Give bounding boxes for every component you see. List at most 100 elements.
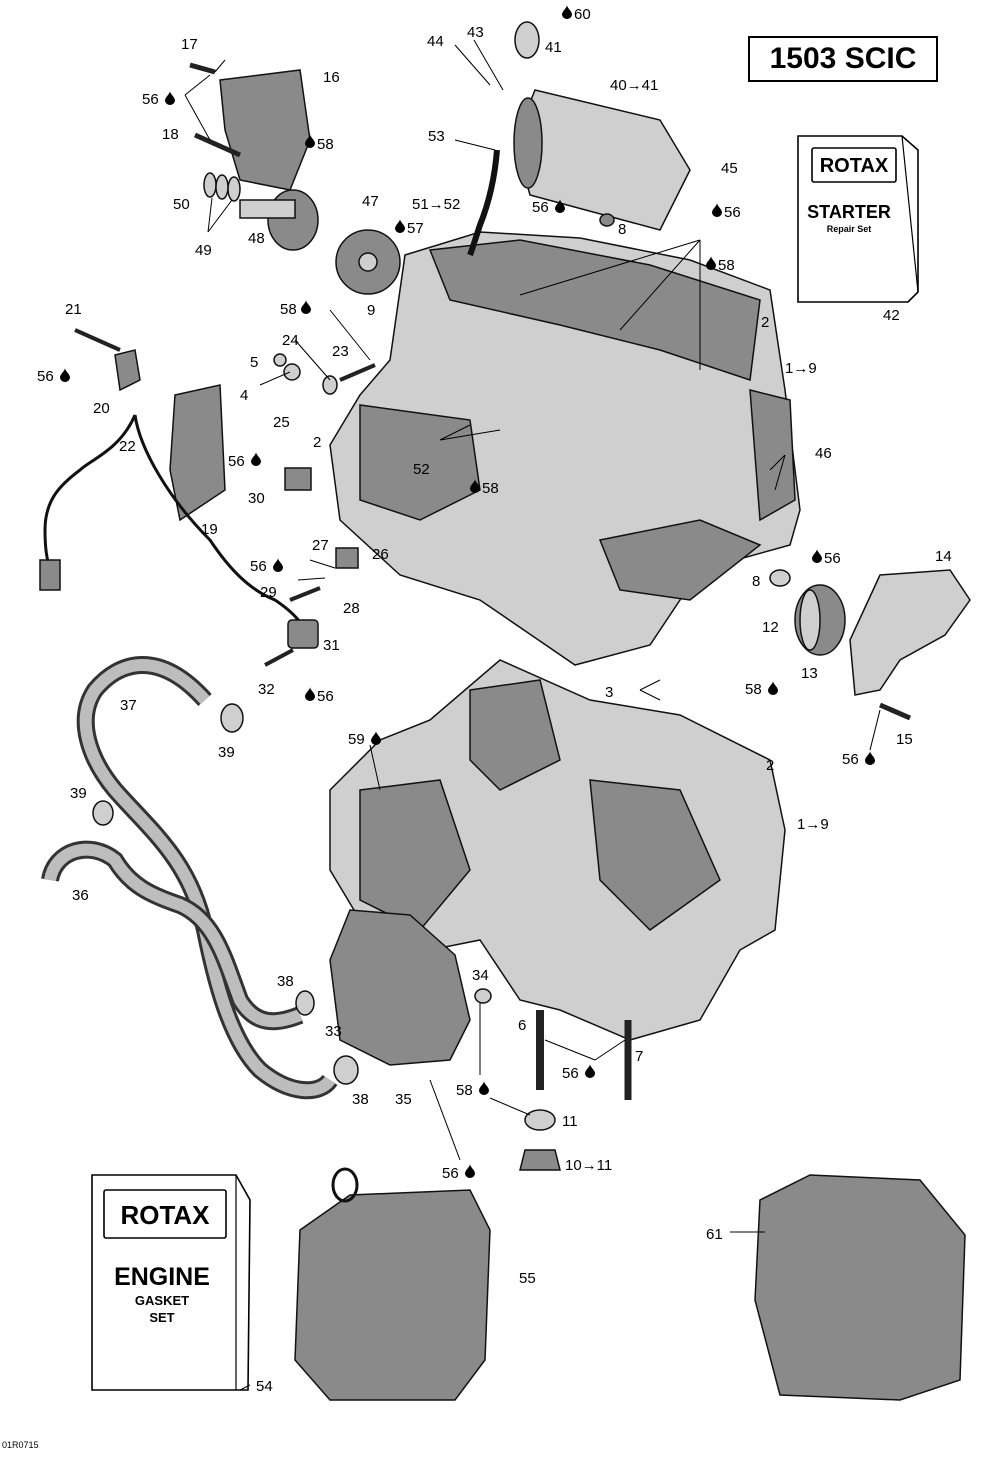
callout-4: 4 (240, 387, 248, 404)
callout-56: 56 (228, 453, 245, 470)
oil-drop-icon (479, 1081, 489, 1095)
callout-32: 32 (258, 681, 275, 698)
bolts-17-18 (189, 62, 242, 158)
callout-39: 39 (70, 785, 87, 802)
callout-53: 53 (428, 128, 445, 145)
hose-36 (41, 840, 304, 1031)
callout-29: 29 (260, 584, 277, 601)
callout-1-9: 1→9 (785, 360, 817, 377)
callout-49: 49 (195, 242, 212, 259)
plug-10 (519, 1109, 561, 1171)
callout-52: 52 (413, 461, 430, 478)
callout-31: 31 (323, 637, 340, 654)
model-label: 1503 SCIC (748, 36, 938, 82)
clamp-39 (220, 703, 244, 733)
callout-8: 8 (618, 221, 626, 238)
callout-14: 14 (935, 548, 952, 565)
bolt-15 (879, 702, 911, 721)
callout-24: 24 (282, 332, 299, 349)
callout-58: 58 (280, 301, 297, 318)
callout-47: 47 (362, 193, 379, 210)
callout-26: 26 (372, 546, 389, 563)
hose-37 (76, 656, 338, 1100)
callout-50: 50 (173, 196, 190, 213)
oil-drop-icon (301, 300, 311, 314)
callout-15: 15 (896, 731, 913, 748)
callout-10-11: 10→11 (565, 1157, 612, 1174)
seal-60 (514, 21, 540, 59)
callout-40-41: 40→41 (610, 77, 658, 94)
dipstick-53 (467, 149, 500, 257)
callout-61: 61 (706, 1226, 723, 1243)
callout-3: 3 (605, 684, 613, 701)
callout-28: 28 (343, 600, 360, 617)
callout-58: 58 (456, 1082, 473, 1099)
upper-crankcase (329, 231, 801, 666)
housing-14 (849, 569, 971, 696)
callout-27: 27 (312, 537, 329, 554)
callout-labels: 17 16 56 18 58 50 49 48 47 57 9 44 43 60… (37, 5, 952, 1395)
clamp-38 (333, 1055, 359, 1085)
callout-35: 35 (395, 1091, 412, 1108)
callout-54: 54 (256, 1378, 273, 1395)
callout-44: 44 (427, 33, 444, 50)
callout-30: 30 (248, 490, 265, 507)
oil-drop-icon (812, 549, 822, 563)
callout-57: 57 (407, 220, 424, 237)
clamp-38 (295, 990, 315, 1016)
callout-16: 16 (323, 69, 340, 86)
callout-51-52: 51→52 (412, 196, 460, 213)
washer-8 (769, 569, 791, 587)
callout-20: 20 (93, 400, 110, 417)
pulley-12 (794, 584, 846, 656)
clamp-39 (92, 800, 114, 826)
callout-6: 6 (518, 1017, 526, 1034)
starter-kit-title: STARTER (807, 202, 891, 222)
callout-25: 25 (273, 414, 290, 431)
oil-drop-icon (251, 452, 261, 466)
callout-56: 56 (250, 558, 267, 575)
callout-58: 58 (482, 480, 499, 497)
callout-36: 36 (72, 887, 89, 904)
callout-21: 21 (65, 301, 82, 318)
callout-13: 13 (801, 665, 818, 682)
oil-drop-icon (165, 91, 175, 105)
callout-5: 5 (250, 354, 258, 371)
sensor-20 (74, 328, 141, 392)
figure-code: 01R0715 (2, 1440, 39, 1450)
callout-45: 45 (721, 160, 738, 177)
callout-33: 33 (325, 1023, 342, 1040)
oil-drop-icon (562, 5, 572, 19)
callout-42: 42 (883, 307, 900, 324)
callout-1-9: 1→9 (797, 816, 829, 833)
engine-kit-title: ENGINE (114, 1263, 210, 1291)
callout-39: 39 (218, 744, 235, 761)
callout-34: 34 (472, 967, 489, 984)
bolts-6-7 (536, 1010, 632, 1100)
callout-7: 7 (635, 1048, 643, 1065)
engine-61 (754, 1174, 966, 1401)
sensor-31 (287, 619, 319, 649)
callout-2: 2 (761, 314, 769, 331)
callout-56: 56 (532, 199, 549, 216)
callout-48: 48 (248, 230, 265, 247)
callout-19: 19 (201, 521, 218, 538)
oil-drop-icon (60, 368, 70, 382)
callout-56: 56 (317, 688, 334, 705)
oil-drop-icon (768, 681, 778, 695)
callout-8: 8 (752, 573, 760, 590)
callout-2: 2 (313, 434, 321, 451)
callout-56: 56 (562, 1065, 579, 1082)
oil-drop-icon (585, 1064, 595, 1078)
callout-43: 43 (467, 24, 484, 41)
callout-56: 56 (442, 1165, 459, 1182)
oil-drop-icon (712, 203, 722, 217)
callout-58: 58 (317, 136, 334, 153)
oil-drop-icon (371, 731, 381, 745)
callout-56: 56 (37, 368, 54, 385)
callout-58: 58 (745, 681, 762, 698)
callout-9: 9 (367, 302, 375, 319)
callout-18: 18 (162, 126, 179, 143)
oil-drop-icon (395, 219, 405, 233)
leader-lines (184, 39, 881, 1391)
